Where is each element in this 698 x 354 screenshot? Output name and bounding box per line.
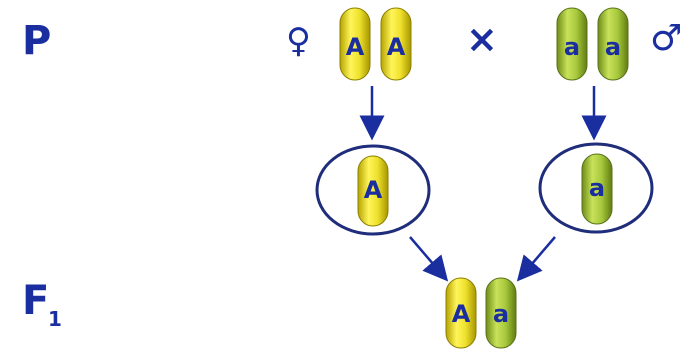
male-gamete: a [538,142,654,234]
chromosome: a [581,153,613,225]
parent-row-label: P [22,18,51,64]
f1-label-main: F [22,278,49,324]
gamete-circle [538,142,654,234]
cross-symbol: × [466,17,498,61]
allele-label: a [564,33,580,61]
male-parent-chromosomes: a a [556,7,629,81]
allele-label: A [387,33,406,61]
chromosome: A [380,7,412,81]
chromosome: A [357,155,389,227]
allele-label: A [364,176,383,204]
chromosome: a [597,7,629,81]
allele-label: a [605,33,621,61]
gamete-circle [315,144,431,236]
female-gamete: A [315,144,431,236]
chromosome: a [556,7,588,81]
f1-label-sub: 1 [48,307,62,331]
arrow-male-gamete-to-offspring [516,236,556,282]
female-parent-chromosomes: A A [339,7,412,81]
chromosome: A [339,7,371,81]
female-symbol: ♀ [286,21,311,61]
f1-row-label: F 1 [22,278,62,331]
offspring-chromosomes: A a [445,277,517,349]
arrow-female-gamete-to-offspring [409,236,449,282]
chromosome: a [485,277,517,349]
male-symbol: ♂ [650,18,682,59]
chromosome: A [445,277,477,349]
allele-label: A [452,300,471,328]
allele-label: A [346,33,365,61]
allele-label: a [493,300,509,328]
allele-label: a [589,174,605,202]
